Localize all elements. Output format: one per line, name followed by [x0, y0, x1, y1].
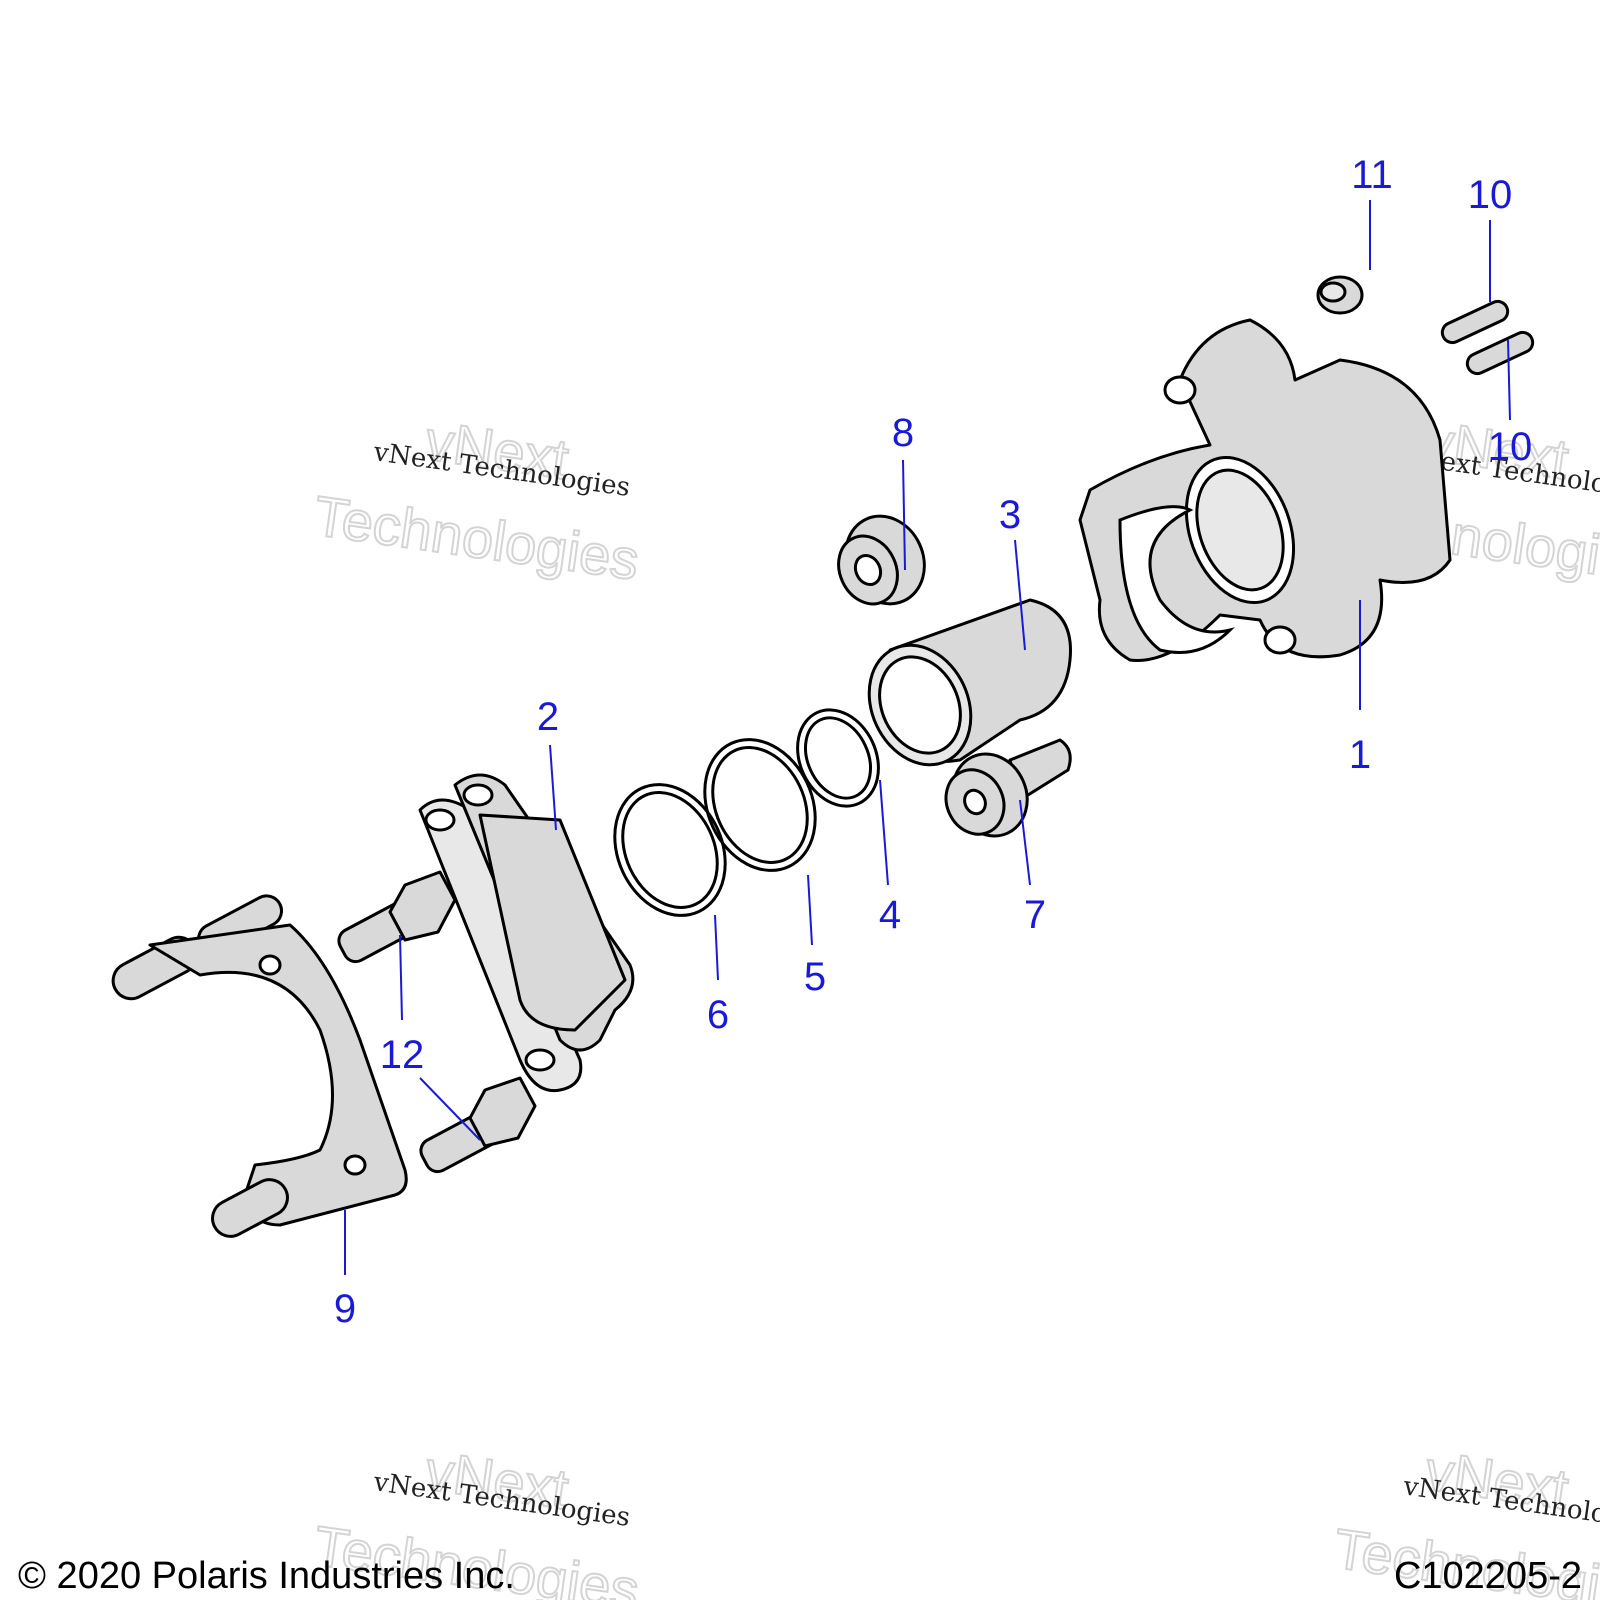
part-12-bolt-upper — [337, 870, 457, 964]
part-6-seal-inner — [621, 791, 719, 909]
leader-lines — [344, 200, 1511, 1275]
callout-3: 3 — [999, 493, 1021, 537]
part-3-piston — [867, 598, 1072, 767]
callout-9: 9 — [334, 1287, 356, 1331]
part-4-seal — [796, 708, 880, 808]
callout-7: 7 — [1024, 893, 1046, 937]
callout-1: 1 — [1349, 733, 1371, 777]
part-5-seal-inner — [711, 746, 809, 864]
part-7-slide-pin — [944, 738, 1072, 838]
watermark-big-line2: Technologies — [310, 484, 642, 592]
part-9-bracket — [111, 894, 408, 1238]
callout-5: 5 — [804, 955, 826, 999]
part-5-seal — [703, 738, 817, 872]
copyright-notice: © 2020 Polaris Industries Inc. — [18, 1555, 515, 1597]
callout-4: 4 — [879, 893, 901, 937]
part-4-seal-inner — [804, 716, 872, 800]
callout-8: 8 — [892, 411, 914, 455]
part-10-bleeder-screws — [1440, 299, 1535, 376]
callout-10-lower: 10 — [1488, 425, 1533, 469]
callout-6: 6 — [707, 993, 729, 1037]
callout-11: 11 — [1351, 153, 1393, 197]
part-8-bushing — [837, 514, 926, 606]
part-11-cap — [1316, 275, 1364, 315]
part-2-brake-pads — [418, 773, 635, 1093]
callout-10-upper: 10 — [1468, 173, 1513, 217]
part-1-caliper-body — [1078, 318, 1452, 662]
diagram-id: C102205-2 — [1393, 1555, 1582, 1597]
watermark-top-left: vNext Technologies vNext Technologies — [309, 408, 643, 593]
callout-2: 2 — [537, 695, 559, 739]
part-12-bolt-lower — [419, 1076, 537, 1174]
callout-12: 12 — [380, 1033, 425, 1077]
part-6-seal — [613, 783, 727, 917]
